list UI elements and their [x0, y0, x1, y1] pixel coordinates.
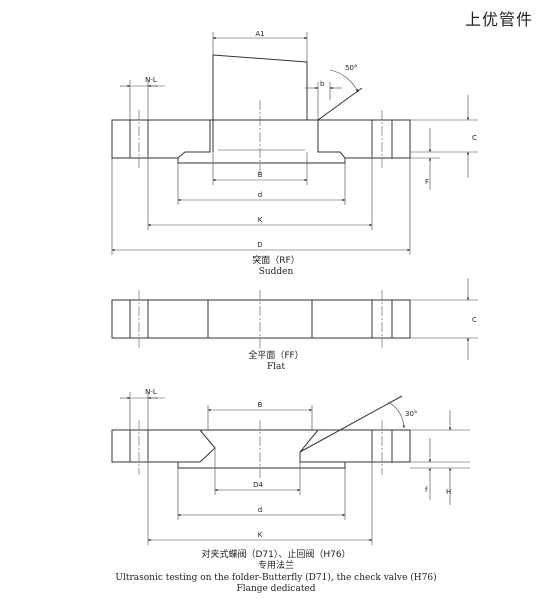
- caption-ff-zh: 全平面（FF）: [248, 351, 304, 361]
- dim-k-rf: K: [258, 216, 263, 224]
- wafer-hatch-1: [111, 429, 131, 463]
- dim-nl: N-L: [145, 76, 157, 84]
- caption-wafer-zh2: 专用法兰: [257, 561, 294, 571]
- view-wafer: N-L B 30° D4 d K f H: [111, 388, 470, 545]
- dim-angle-30: 30°: [405, 410, 417, 418]
- dim-a1: A1: [255, 30, 264, 38]
- ff-flange-outline: [111, 299, 411, 339]
- dim-k-wafer: K: [258, 531, 263, 539]
- dim-d-wafer: d: [258, 506, 262, 514]
- rf-hatch-left-inner: [147, 119, 211, 159]
- dim-h-wafer: H: [446, 488, 451, 496]
- rf-hatch-right-outer: [391, 119, 411, 159]
- dim-d4: D4: [253, 481, 263, 489]
- caption-wafer-zh: 对夹式蝶阀（D71）、止回阀（H76）: [201, 550, 351, 560]
- dim-f-rf: F: [425, 178, 429, 186]
- ff-hatch-2: [147, 299, 209, 339]
- caption-rf-en: Sudden: [258, 267, 294, 277]
- dim-b-wafer: B: [258, 401, 263, 409]
- dim-angle-50: 50°: [345, 64, 357, 72]
- dim-d-rf: d: [258, 191, 262, 199]
- dim-b-rf: B: [258, 171, 263, 179]
- rf-hatch-left-outer: [111, 119, 131, 159]
- caption-rf-zh: 突面（RF）: [252, 256, 300, 266]
- ff-hatch-1: [111, 299, 131, 339]
- view-rf: A1 N-L 50° b C F B: [111, 30, 478, 255]
- dim-c-ff: C: [472, 316, 477, 324]
- caption-ff-en: Flat: [266, 362, 286, 372]
- brand-title: 上优管件: [465, 10, 534, 29]
- dim-nl-wafer: N-L: [145, 388, 157, 396]
- ff-hatch-3: [311, 299, 373, 339]
- dim-f-wafer: f: [425, 486, 428, 494]
- dim-dd-rf: D: [257, 241, 262, 249]
- dim-c-rf: C: [472, 134, 477, 142]
- rf-pipe-neck: [212, 54, 308, 152]
- caption-wafer-en2: Flange dedicated: [236, 584, 316, 594]
- caption-wafer-en: Ultrasonic testing on the folder-Butterf…: [115, 573, 437, 583]
- rf-hatch-right-inner: [317, 119, 373, 159]
- view-ff: C: [111, 278, 478, 360]
- rf-flange-outline: [111, 119, 411, 164]
- wafer-hatch-2: [147, 429, 216, 463]
- ff-hatch-4: [391, 299, 411, 339]
- wafer-hatch-4: [391, 429, 411, 463]
- dim-b-small: b: [320, 80, 325, 88]
